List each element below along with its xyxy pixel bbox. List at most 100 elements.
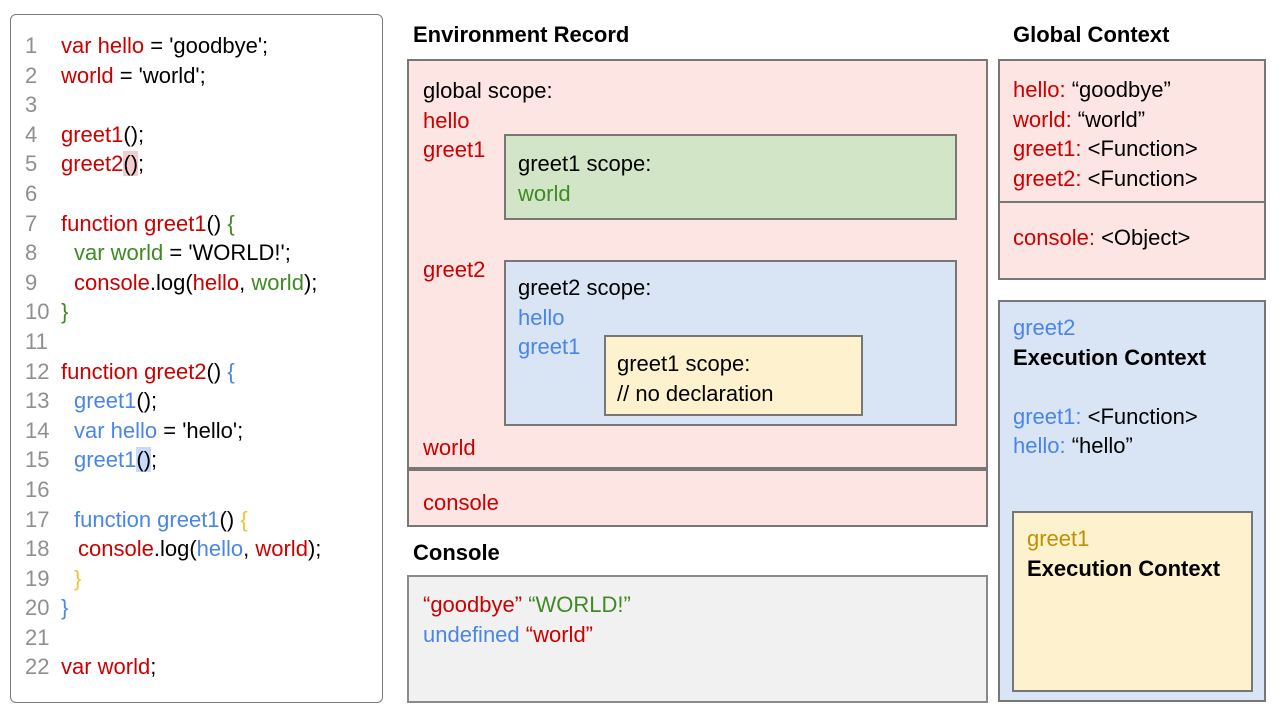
token: world [251, 269, 304, 295]
code-line: 10} [11, 297, 382, 327]
line-content [61, 623, 67, 653]
line-number: 19 [25, 565, 50, 591]
context-entry: greet1 [1027, 524, 1251, 554]
console-scope-box: console [407, 469, 988, 527]
token: } [61, 299, 69, 325]
token: hello: [1013, 433, 1066, 459]
line-content: undefined “world” [423, 620, 593, 650]
code-line: 1 var hello = 'goodbye'; [11, 31, 382, 61]
context-entry: hello: “hello” [1013, 431, 1264, 461]
token: greet1: [1013, 136, 1082, 162]
token: greet1 scope: [617, 351, 751, 376]
console-output-box: “goodbye” “WORLD!”undefined “world” [407, 575, 988, 703]
line-content: greet1 scope: [617, 349, 750, 379]
line-content: greet1: <Function> [1013, 134, 1198, 164]
token: world: [1013, 106, 1072, 132]
line-number: 18 [25, 536, 50, 562]
token: () [219, 506, 241, 532]
context-entry: console: <Object> [1013, 223, 1264, 253]
token: function greet1 [74, 506, 220, 532]
line-content: world [518, 179, 571, 209]
code-line: 20} [11, 593, 382, 623]
token: function greet1 [61, 210, 207, 236]
console-output-line: “goodbye” “WORLD!” [423, 590, 986, 620]
token: = 'WORLD!'; [163, 240, 291, 266]
token: global scope: [423, 78, 553, 103]
line-content: greet2 scope: [518, 273, 651, 303]
line-content [61, 475, 67, 505]
line-number: 1 [25, 33, 38, 58]
line-content: world: “world” [1013, 105, 1145, 135]
line-number: 22 [25, 654, 50, 680]
token: ; [138, 151, 145, 177]
line-content: greet1: <Function> [1013, 402, 1198, 432]
context-entry: hello: “goodbye” [1013, 75, 1264, 105]
token: Execution Context [1027, 555, 1221, 581]
scope-entry: hello [423, 106, 553, 136]
line-content: greet1(); [61, 120, 144, 150]
token: = 'goodbye'; [144, 33, 269, 58]
environment-record-title: Environment Record [413, 22, 630, 47]
token: , [239, 269, 252, 295]
token: world [255, 536, 308, 562]
line-number: 15 [25, 447, 50, 473]
console-output-line: undefined “world” [423, 620, 986, 650]
line-number: 3 [25, 92, 38, 118]
token: { [227, 358, 235, 384]
code-line: 21 [11, 623, 382, 653]
line-number: 21 [25, 624, 50, 650]
line-content: var world; [61, 652, 156, 682]
token: var world [74, 240, 164, 266]
line-content: greet1 [518, 332, 580, 362]
line-content: greet1 [423, 135, 485, 165]
token: “world” [1071, 106, 1146, 132]
console-entry-label: console [423, 490, 499, 515]
token: greet1 scope: [518, 151, 652, 176]
context-entry: world: “world” [1013, 105, 1264, 135]
code-line: 22 var world; [11, 652, 382, 682]
token: “world” [525, 621, 594, 647]
line-content: greet1 [1027, 524, 1089, 554]
line-content: hello: “goodbye” [1013, 75, 1171, 105]
line-content [61, 90, 67, 120]
line-content: // no declaration [617, 379, 774, 409]
token: = 'world'; [113, 62, 206, 88]
inner-greet1-scope-box: greet1 scope: // no declaration [604, 335, 863, 416]
line-content: } [61, 564, 81, 594]
token: <Function> [1081, 136, 1198, 162]
token: greet1 [518, 334, 581, 360]
line-content: world = 'world'; [61, 61, 206, 91]
context-entry: Execution Context [1027, 554, 1251, 584]
token: <Function> [1081, 403, 1198, 429]
line-content: global scope: [423, 76, 553, 106]
scope-entry: greet2 scope: [518, 273, 955, 303]
line-content: var world = 'WORLD!'; [61, 238, 291, 268]
line-content: var hello = 'goodbye'; [61, 31, 268, 61]
token: greet1 [74, 447, 137, 473]
scope-entry: greet1 [423, 135, 553, 165]
line-content [61, 179, 67, 209]
token: } [74, 565, 82, 591]
token: console [74, 269, 150, 295]
line-content: greet1(); [61, 386, 157, 416]
scope-entry: // no declaration [617, 379, 861, 409]
token: greet1: [1013, 403, 1082, 429]
line-content: console.log(hello, world); [61, 268, 317, 298]
line-content: console.log(hello, world); [61, 534, 321, 564]
line-number: 10 [25, 299, 50, 325]
token: console [78, 536, 154, 562]
line-content [1013, 372, 1019, 402]
token: hello [423, 107, 470, 133]
context-entry: greet1: <Function> [1013, 402, 1264, 432]
token: world [61, 62, 114, 88]
code-line: 3 [11, 90, 382, 120]
context-entry: greet2: <Function> [1013, 164, 1264, 194]
